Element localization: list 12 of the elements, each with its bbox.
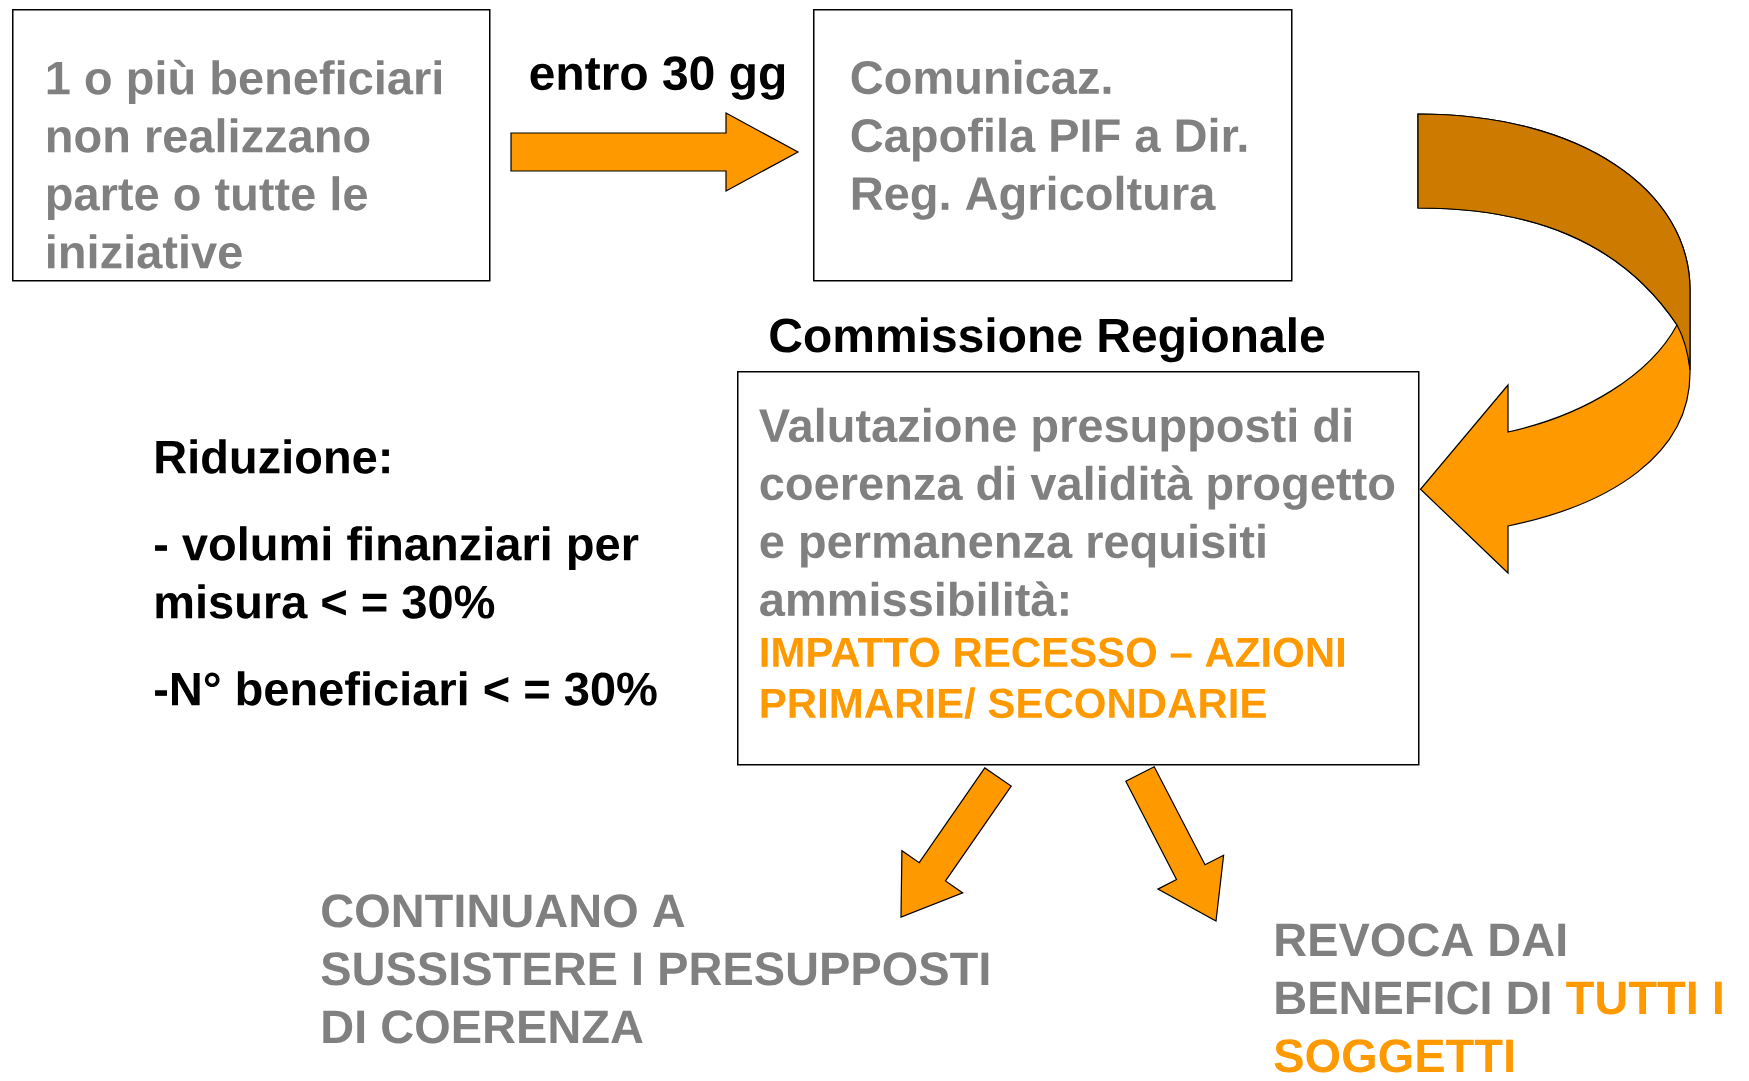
outcome-text: REVOCA DAI BENEFICI DI TUTTI I SOGGETTI	[1274, 923, 1722, 1073]
process-box: Valutazione presupposti di coerenza di validità progetto e permanenza requisiti ammissibilità: IMPATTO RECESSO – AZIONI PRIMARIE/ SECONDARIE	[737, 371, 1420, 766]
note-text: - volumi finanziari per misura < = 30%	[155, 526, 639, 619]
process-box: Comunicaz. Capofila PIF a Dir. Reg. Agricoltura	[813, 9, 1293, 282]
edge-label: entro 30 gg	[530, 56, 785, 100]
box-heading: Commissione Regionale	[770, 317, 1325, 363]
note-text: -N° beneficiari < = 30%	[155, 671, 657, 706]
process-box: 1 o più beneficiari non realizzano parte o tutte le iniziative	[12, 9, 491, 282]
note-text: Riduzione:	[156, 439, 389, 474]
outcome-text: CONTINUANO A SUSSISTERE I PRESUPPOSTI DI COERENZA	[321, 894, 989, 1044]
block-arrow	[510, 112, 800, 192]
curved-arrow	[1417, 113, 1691, 574]
